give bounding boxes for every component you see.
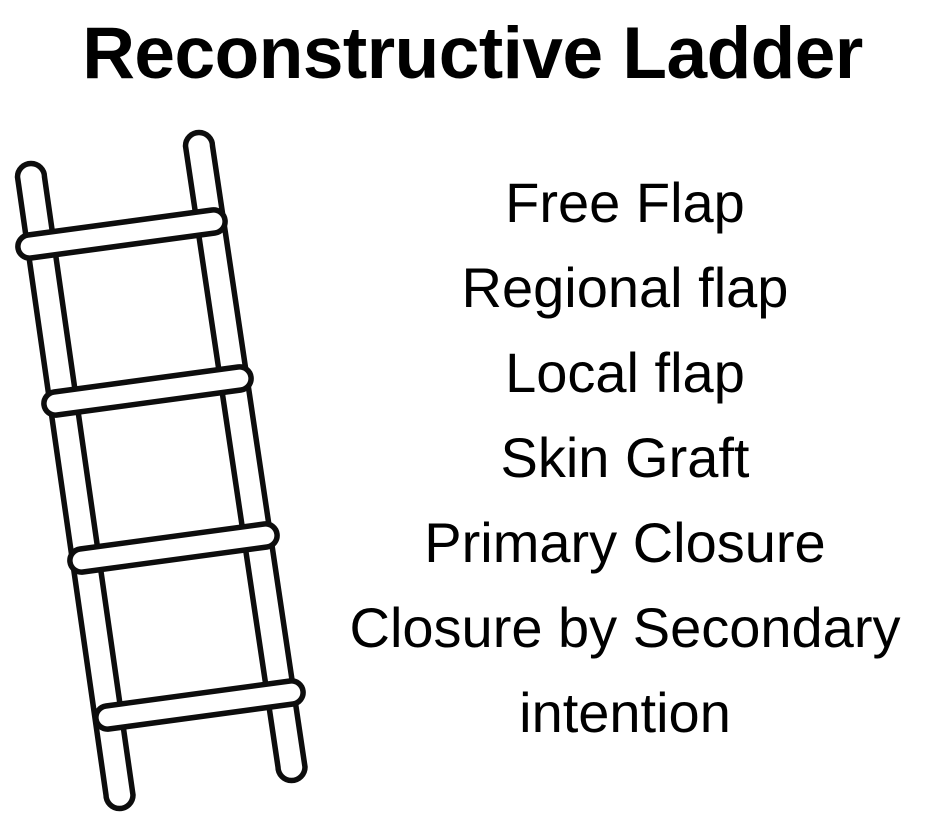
list-item-local-flap: Local flap <box>505 341 745 404</box>
list-item-closure-secondary-intention-line2: intention <box>519 681 731 744</box>
list-item-regional-flap: Regional flap <box>461 256 789 319</box>
ladder-left-rail <box>14 160 136 812</box>
ladder-rung-2 <box>41 364 254 418</box>
ladder-rung-4 <box>93 678 306 732</box>
ladder-rung-1 <box>15 207 228 261</box>
ladder-svg <box>14 129 308 812</box>
ladder-illustration <box>0 112 330 823</box>
reconstructive-steps-list: Free Flap Regional flap Local flap Skin … <box>305 160 945 755</box>
ladder-right-rail <box>182 129 308 784</box>
list-item-primary-closure: Primary Closure <box>424 511 826 574</box>
list-item-skin-graft: Skin Graft <box>500 426 750 489</box>
page-title: Reconstructive Ladder <box>82 13 863 94</box>
list-item-free-flap: Free Flap <box>505 171 745 234</box>
list-item-closure-secondary-intention-line1: Closure by Secondary <box>349 596 901 659</box>
ladder-rung-3 <box>67 521 280 575</box>
